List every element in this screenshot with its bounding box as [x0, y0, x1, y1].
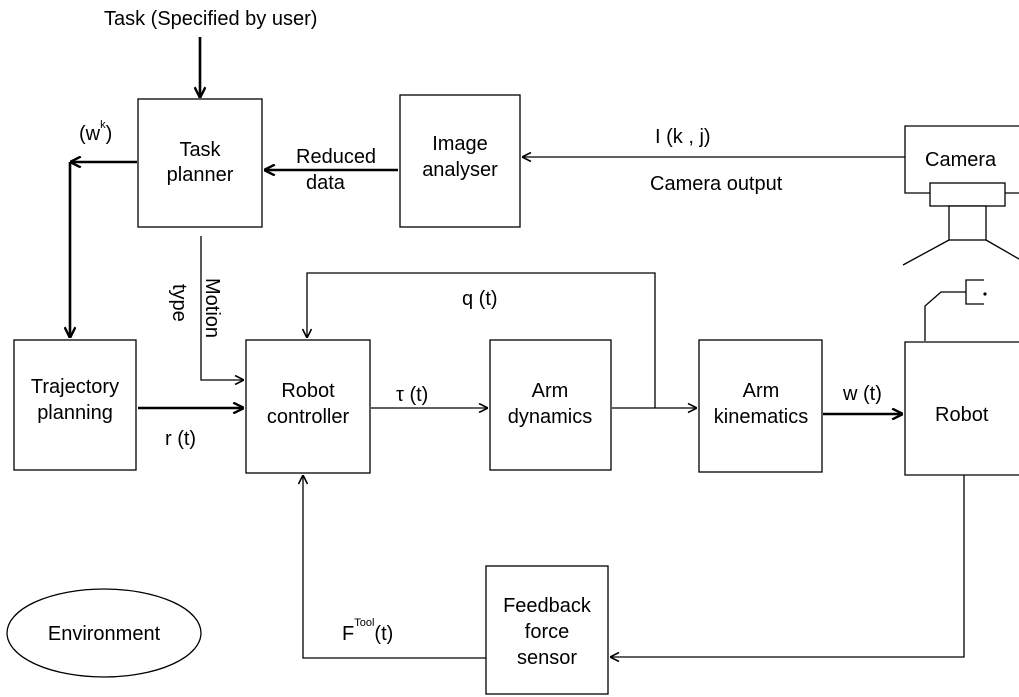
force-measurement-arrow: [610, 475, 965, 657]
waypoints-label: (wk): [79, 119, 112, 145]
task-planner-label-line2: planner: [167, 164, 234, 186]
tool-force-feedback-arrow: [303, 475, 486, 659]
tool-position-label: w (t): [842, 383, 882, 405]
reduced-data-label-line1: Reduced: [296, 146, 376, 168]
reference-label: r (t): [165, 428, 196, 450]
reduced-data-label-line2: data: [306, 172, 346, 194]
task-planner-label-line1: Task: [179, 139, 221, 161]
feedback-force-sensor-block: Feedback force sensor: [485, 565, 609, 695]
feedback-force-sensor-label-line2: force: [525, 621, 569, 643]
robot-controller-label-line1: Robot: [281, 380, 335, 402]
image-signal-label: I (k , j): [655, 126, 711, 148]
environment-label: Environment: [48, 623, 161, 645]
camera-label: Camera: [925, 149, 997, 171]
joint-position-feedback-arrow: [307, 272, 656, 408]
motion-type-arrow: [200, 236, 244, 380]
arm-kinematics-label-line1: Arm: [743, 380, 780, 402]
robot-controller-block: Robot controller: [245, 339, 371, 474]
motion-type-label-line1: Motion: [201, 278, 223, 338]
trajectory-planning-label-line1: Trajectory: [31, 376, 119, 398]
robot-controller-label-line2: controller: [267, 406, 350, 428]
robot-label: Robot: [935, 404, 989, 426]
joint-position-label: q (t): [462, 288, 498, 310]
arm-dynamics-label-line1: Arm: [532, 380, 569, 402]
image-analyser-label-line2: analyser: [422, 159, 498, 181]
camera-output-label: Camera output: [650, 173, 783, 195]
arm-kinematics-label-line2: kinematics: [714, 406, 808, 428]
environment-ellipse: Environment: [6, 588, 202, 678]
torque-label: τ (t): [396, 384, 428, 406]
feedback-force-sensor-label-line3: sensor: [517, 647, 577, 669]
image-analyser-block: Image analyser: [399, 94, 521, 228]
tool-force-label: FTool(t): [342, 617, 393, 645]
task-input-label: Task (Specified by user): [104, 8, 317, 30]
trajectory-planning-block: Trajectory planning: [13, 339, 137, 471]
arm-dynamics-block: Arm dynamics: [489, 339, 612, 471]
robot-gripper-icon: [924, 279, 987, 341]
arm-kinematics-block: Arm kinematics: [698, 339, 823, 473]
motion-type-label-line2: type: [168, 284, 190, 322]
feedback-force-sensor-label-line1: Feedback: [503, 595, 592, 617]
task-planner-block: Task planner: [137, 98, 263, 228]
trajectory-planning-label-line2: planning: [37, 402, 113, 424]
image-analyser-label-line1: Image: [432, 133, 488, 155]
camera-block: Camera: [902, 125, 1019, 266]
robot-block: Robot: [904, 341, 1019, 476]
arm-dynamics-label-line2: dynamics: [508, 406, 592, 428]
